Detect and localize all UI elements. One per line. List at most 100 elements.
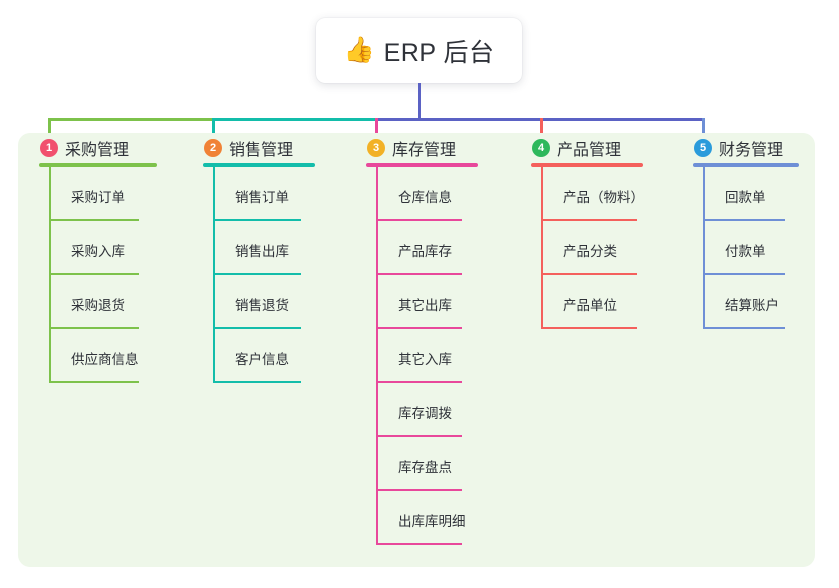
module-item-label: 客户信息 [235,352,289,367]
connector-bus-segment-2 [212,118,378,121]
module-item-label: 采购订单 [71,190,125,205]
module-item-label: 销售订单 [235,190,289,205]
connector-bus-segment-1 [48,118,215,121]
module-item-label: 出库库明细 [398,514,466,529]
module-header-4[interactable]: 4 产品管理 [510,133,672,163]
module-item-label: 供应商信息 [71,352,139,367]
module-stem-4 [541,167,543,329]
module-column-3: 3 库存管理仓库信息产品库存其它出库其它入库库存调拨库存盘点出库库明细 [345,133,510,567]
module-item[interactable]: 产品单位 [541,275,672,329]
module-stem-1 [49,167,51,383]
module-header-2[interactable]: 2 销售管理 [182,133,345,163]
module-item-list-5: 回款单付款单结算账户 [703,167,815,329]
module-item[interactable]: 产品（物料） [541,167,672,221]
module-item[interactable]: 出库库明细 [376,491,510,545]
module-item-label: 采购退货 [71,298,125,313]
module-title-4: 产品管理 [557,142,622,159]
module-item-rule [215,219,301,221]
module-column-1: 1 采购管理采购订单采购入库采购退货供应商信息 [18,133,182,567]
module-item-rule [378,489,462,491]
module-badge-2: 2 [204,139,222,157]
module-item[interactable]: 付款单 [703,221,815,275]
module-badge-5: 5 [694,139,712,157]
module-stem-3 [376,167,378,545]
module-item-rule [378,543,462,545]
module-item[interactable]: 产品库存 [376,221,510,275]
module-item-rule [51,381,139,383]
module-item-rule [215,327,301,329]
module-item-list-3: 仓库信息产品库存其它出库其它入库库存调拨库存盘点出库库明细 [376,167,510,545]
module-item[interactable]: 库存调拨 [376,383,510,437]
module-item-rule [51,273,139,275]
module-item-rule [378,273,462,275]
module-item-label: 产品库存 [398,244,452,259]
diagram-panel [18,133,815,567]
module-item-rule [215,273,301,275]
module-item[interactable]: 库存盘点 [376,437,510,491]
module-item-rule [705,219,785,221]
module-item-rule [543,273,637,275]
module-item-label: 采购入库 [71,244,125,259]
module-item-label: 销售退货 [235,298,289,313]
module-item-label: 其它入库 [398,352,452,367]
module-item-rule [51,219,139,221]
module-item-rule [51,327,139,329]
module-item-rule [543,327,637,329]
module-item[interactable]: 采购订单 [49,167,182,221]
module-stem-5 [703,167,705,329]
module-header-rule-2 [203,163,315,167]
module-badge-3: 3 [367,139,385,157]
module-item[interactable]: 销售出库 [213,221,345,275]
module-item-rule [378,435,462,437]
module-header-1[interactable]: 1 采购管理 [18,133,182,163]
module-header-rule-4 [531,163,643,167]
module-stem-2 [213,167,215,383]
connector-trunk [418,83,421,118]
module-item-label: 付款单 [725,244,766,259]
module-title-3: 库存管理 [392,142,457,159]
module-item-label: 仓库信息 [398,190,452,205]
module-item[interactable]: 销售退货 [213,275,345,329]
module-columns: 1 采购管理采购订单采购入库采购退货供应商信息 2 销售管理销售订单销售出库销售退货客… [18,133,815,567]
root-node-card[interactable]: 👍 ERP 后台 [316,18,522,83]
module-column-4: 4 产品管理产品（物料） 产品分类产品单位 [510,133,672,567]
module-item[interactable]: 采购退货 [49,275,182,329]
module-item[interactable]: 其它入库 [376,329,510,383]
module-item-label: 库存盘点 [398,460,452,475]
module-header-3[interactable]: 3 库存管理 [345,133,510,163]
module-item-label: 产品单位 [563,298,617,313]
module-item-rule [215,381,301,383]
module-title-2: 销售管理 [229,142,294,159]
root-node-title: ERP 后台 [383,38,495,67]
module-item[interactable]: 客户信息 [213,329,345,383]
thumbs-up-icon: 👍 [343,36,375,64]
module-item[interactable]: 回款单 [703,167,815,221]
module-item-rule [378,327,462,329]
module-item[interactable]: 采购入库 [49,221,182,275]
module-item[interactable]: 产品分类 [541,221,672,275]
module-item-label: 库存调拨 [398,406,452,421]
module-column-2: 2 销售管理销售订单销售出库销售退货客户信息 [182,133,345,567]
module-item-label: 销售出库 [235,244,289,259]
module-item[interactable]: 结算账户 [703,275,815,329]
module-item[interactable]: 销售订单 [213,167,345,221]
module-title-1: 采购管理 [65,142,130,159]
module-header-rule-1 [39,163,157,167]
module-item-label: 产品分类 [563,244,617,259]
module-badge-1: 1 [40,139,58,157]
module-item-rule [378,381,462,383]
module-item-rule [543,219,637,221]
module-item-list-2: 销售订单销售出库销售退货客户信息 [213,167,345,383]
module-item-label: 回款单 [725,190,766,205]
module-header-rule-3 [366,163,478,167]
module-badge-4: 4 [532,139,550,157]
module-item-label: 其它出库 [398,298,452,313]
module-item-list-1: 采购订单采购入库采购退货供应商信息 [49,167,182,383]
module-item[interactable]: 仓库信息 [376,167,510,221]
module-item[interactable]: 其它出库 [376,275,510,329]
module-header-rule-5 [693,163,799,167]
module-item[interactable]: 供应商信息 [49,329,182,383]
module-item-rule [705,273,785,275]
module-item-rule [378,219,462,221]
